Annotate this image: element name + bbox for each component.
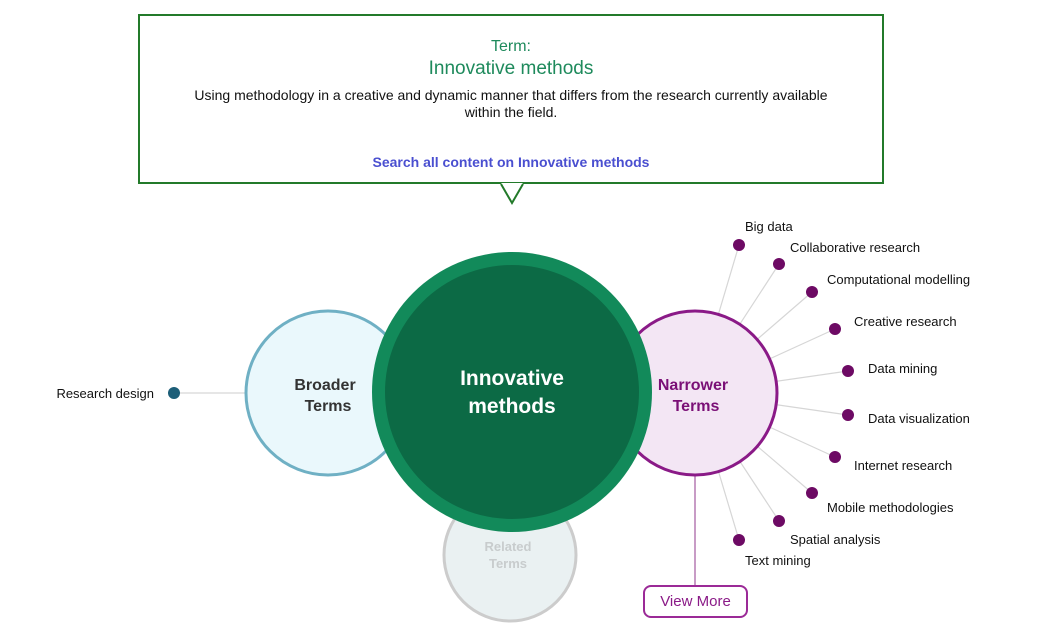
current-term-label-1: Innovative — [460, 367, 564, 390]
narrower-term-label[interactable]: Spatial analysis — [790, 532, 881, 547]
term-label: Term: — [491, 38, 531, 55]
narrower-term-item[interactable]: Data visualization — [842, 409, 970, 426]
tooltip-pointer — [500, 183, 524, 205]
narrower-term-item[interactable]: Creative research — [829, 314, 957, 335]
term-dot[interactable] — [773, 258, 785, 270]
narrower-term-label[interactable]: Data visualization — [868, 411, 970, 426]
term-dot[interactable] — [733, 239, 745, 251]
term-dot[interactable] — [773, 515, 785, 527]
narrower-term-item[interactable]: Big data — [733, 219, 793, 251]
narrower-term-label[interactable]: Creative research — [854, 314, 957, 329]
narrower-term-label[interactable]: Collaborative research — [790, 240, 920, 255]
narrower-term-item[interactable]: Text mining — [733, 534, 811, 568]
related-terms-label-1: Related — [485, 539, 532, 554]
term-dot[interactable] — [806, 487, 818, 499]
term-dot[interactable] — [168, 387, 180, 399]
narrower-term-label[interactable]: Computational modelling — [827, 272, 970, 287]
broader-term-label[interactable]: Research design — [56, 386, 154, 401]
term-dot[interactable] — [842, 365, 854, 377]
narrower-term-label[interactable]: Data mining — [868, 361, 937, 376]
narrower-term-label[interactable]: Text mining — [745, 553, 811, 568]
narrower-terms-label-1: Narrower — [658, 377, 728, 394]
view-more-button[interactable]: View More — [643, 585, 748, 618]
narrower-term-label[interactable]: Mobile methodologies — [827, 500, 954, 515]
term-dot[interactable] — [842, 409, 854, 421]
term-name: Innovative methods — [428, 58, 594, 79]
term-dot[interactable] — [733, 534, 745, 546]
narrower-term-label[interactable]: Big data — [745, 219, 793, 234]
broader-term-item[interactable]: Research design — [56, 386, 180, 401]
narrower-term-item[interactable]: Computational modelling — [806, 272, 970, 298]
narrower-term-label[interactable]: Internet research — [854, 458, 952, 473]
related-terms-label-2: Terms — [489, 556, 527, 571]
narrower-term-item[interactable]: Collaborative research — [773, 240, 920, 270]
current-term-node: Innovative methods — [372, 252, 652, 532]
narrower-term-item[interactable]: Data mining — [842, 361, 937, 377]
broader-terms-label-1: Broader — [294, 377, 355, 394]
broader-term-list: Research design — [56, 386, 180, 401]
term-description: Using methodology in a creative and dyna… — [194, 87, 828, 120]
narrower-term-item[interactable]: Mobile methodologies — [806, 487, 954, 515]
term-dot[interactable] — [829, 323, 841, 335]
term-dot[interactable] — [806, 286, 818, 298]
narrower-term-item[interactable]: Spatial analysis — [773, 515, 881, 547]
term-tooltip: Term: Innovative methods Using methodolo… — [138, 14, 884, 184]
narrower-term-item[interactable]: Internet research — [829, 451, 952, 473]
term-dot[interactable] — [829, 451, 841, 463]
search-all-content-link[interactable]: Search all content on Innovative methods — [372, 154, 650, 170]
current-term-label-2: methods — [468, 395, 556, 418]
broader-terms-label-2: Terms — [305, 398, 352, 415]
narrower-terms-label-2: Terms — [673, 398, 720, 415]
